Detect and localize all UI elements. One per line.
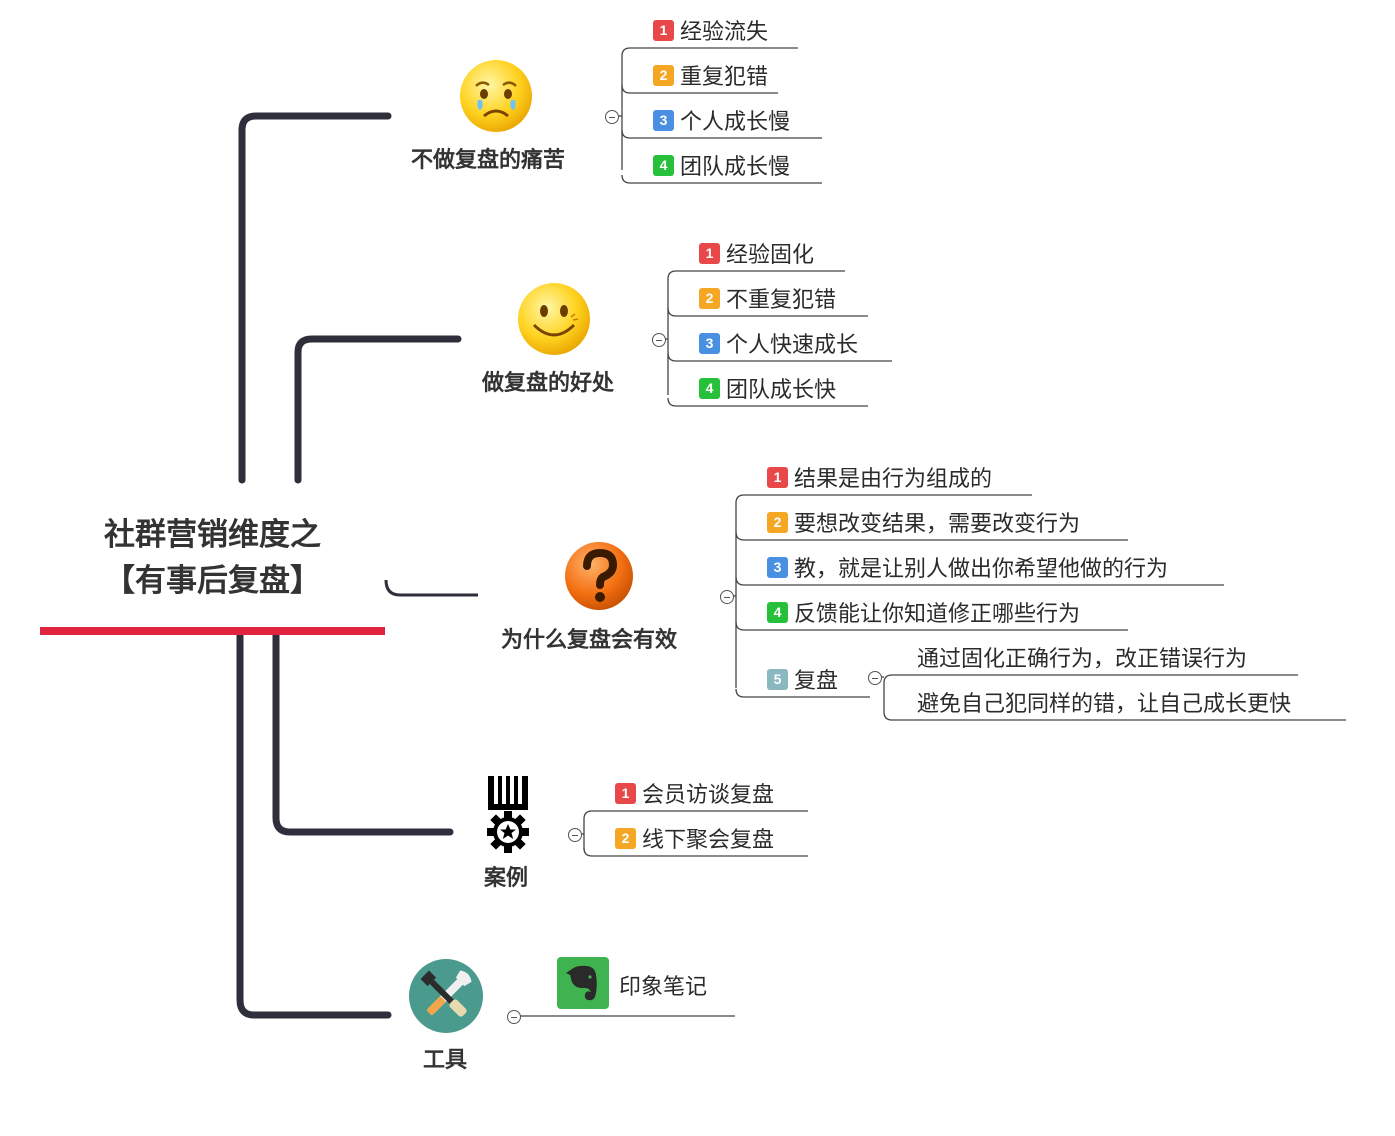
leaf-text: 线下聚会复盘 (642, 828, 775, 853)
leaf-text: 重复犯错 (680, 65, 769, 90)
leaf-pain-1[interactable]: 1 经验流失 (653, 15, 768, 45)
collapse-toggle-cases[interactable] (568, 828, 582, 842)
leaf-benefit-2[interactable]: 2 不重复犯错 (699, 283, 836, 313)
leaf-text: 经验固化 (726, 243, 815, 268)
leaf-text: 复盘 (794, 669, 839, 694)
leaf-text: 个人成长慢 (680, 110, 791, 135)
leaf-text: 通过固化正确行为，改正错误行为 (917, 647, 1248, 672)
priority-badge-2: 2 (767, 511, 788, 533)
leaf-why-5-sub-1[interactable]: 通过固化正确行为，改正错误行为 (917, 642, 1247, 672)
leaf-text: 团队成长慢 (680, 155, 791, 180)
medal-icon (487, 776, 529, 853)
leaf-text: 结果是由行为组成的 (794, 467, 993, 492)
trunk-pain (238, 112, 392, 484)
leaf-cases-2[interactable]: 2 线下聚会复盘 (615, 823, 774, 853)
priority-badge-1: 1 (767, 466, 788, 488)
leaf-why-2[interactable]: 2 要想改变结果，需要改变行为 (767, 507, 1080, 537)
branch-why-label[interactable]: 为什么复盘会有效 (501, 628, 678, 653)
priority-badge-5: 5 (767, 668, 788, 690)
priority-badge-2: 2 (615, 827, 636, 849)
leaf-pain-2[interactable]: 2 重复犯错 (653, 60, 768, 90)
root-topic[interactable]: 社群营销维度之 【有事后复盘】 (40, 512, 385, 604)
priority-badge-3: 3 (767, 556, 788, 578)
leaf-text: 反馈能让你知道修正哪些行为 (794, 602, 1081, 627)
leaf-why-1[interactable]: 1 结果是由行为组成的 (767, 462, 992, 492)
priority-badge-1: 1 (615, 782, 636, 804)
tools-icon (409, 959, 483, 1033)
branch-cases-label[interactable]: 案例 (484, 866, 529, 891)
root-title-line1: 社群营销维度之 (104, 517, 321, 553)
priority-badge-3: 3 (699, 332, 720, 354)
branch-benefit-label[interactable]: 做复盘的好处 (482, 371, 615, 396)
branch-tools-label[interactable]: 工具 (423, 1048, 468, 1073)
priority-badge-1: 1 (653, 19, 674, 41)
leaf-why-5-sub-2[interactable]: 避免自己犯同样的错，让自己成长更快 (917, 687, 1291, 717)
collapse-toggle-why-5[interactable] (868, 671, 882, 685)
leaf-pain-3[interactable]: 3 个人成长慢 (653, 105, 790, 135)
leaf-why-4[interactable]: 4 反馈能让你知道修正哪些行为 (767, 597, 1080, 627)
collapse-toggle-tools[interactable] (507, 1010, 521, 1024)
question-mark-icon (565, 542, 633, 610)
priority-badge-4: 4 (653, 154, 674, 176)
priority-badge-4: 4 (699, 377, 720, 399)
collapse-toggle-pain[interactable] (605, 110, 619, 124)
trunk-cases (272, 631, 454, 836)
trunk-why (384, 579, 478, 597)
smiling-face-icon (518, 283, 590, 355)
root-title-line2: 【有事后复盘】 (104, 563, 321, 599)
priority-badge-4: 4 (767, 601, 788, 623)
leaf-cases-1[interactable]: 1 会员访谈复盘 (615, 778, 774, 808)
crying-face-icon (460, 60, 532, 132)
leaf-why-5[interactable]: 5 复盘 (767, 664, 838, 694)
trunk-benefit (294, 335, 462, 484)
leaf-why-3[interactable]: 3 教，就是让别人做出你希望他做的行为 (767, 552, 1168, 582)
leaf-text: 个人快速成长 (726, 333, 859, 358)
leaf-benefit-3[interactable]: 3 个人快速成长 (699, 328, 858, 358)
trunk-tools (236, 631, 392, 1019)
leaf-text: 团队成长快 (726, 378, 837, 403)
leaf-text: 避免自己犯同样的错，让自己成长更快 (917, 692, 1292, 717)
leaf-pain-4[interactable]: 4 团队成长慢 (653, 150, 790, 180)
leaf-text: 不重复犯错 (726, 288, 837, 313)
collapse-toggle-benefit[interactable] (652, 333, 666, 347)
leaf-text: 经验流失 (680, 20, 769, 45)
leaf-benefit-4[interactable]: 4 团队成长快 (699, 373, 836, 403)
leaf-text: 教，就是让别人做出你希望他做的行为 (794, 557, 1169, 582)
priority-badge-1: 1 (699, 242, 720, 264)
leaf-text: 会员访谈复盘 (642, 783, 775, 808)
leaf-text: 印象笔记 (619, 975, 708, 1000)
priority-badge-2: 2 (699, 287, 720, 309)
leaf-tools-1[interactable]: 印象笔记 (619, 970, 707, 1000)
priority-badge-2: 2 (653, 64, 674, 86)
collapse-toggle-why[interactable] (720, 590, 734, 604)
branch-pain-label[interactable]: 不做复盘的痛苦 (411, 148, 566, 173)
leaf-benefit-1[interactable]: 1 经验固化 (699, 238, 814, 268)
evernote-icon (557, 957, 609, 1009)
priority-badge-3: 3 (653, 109, 674, 131)
leaf-text: 要想改变结果，需要改变行为 (794, 512, 1081, 537)
